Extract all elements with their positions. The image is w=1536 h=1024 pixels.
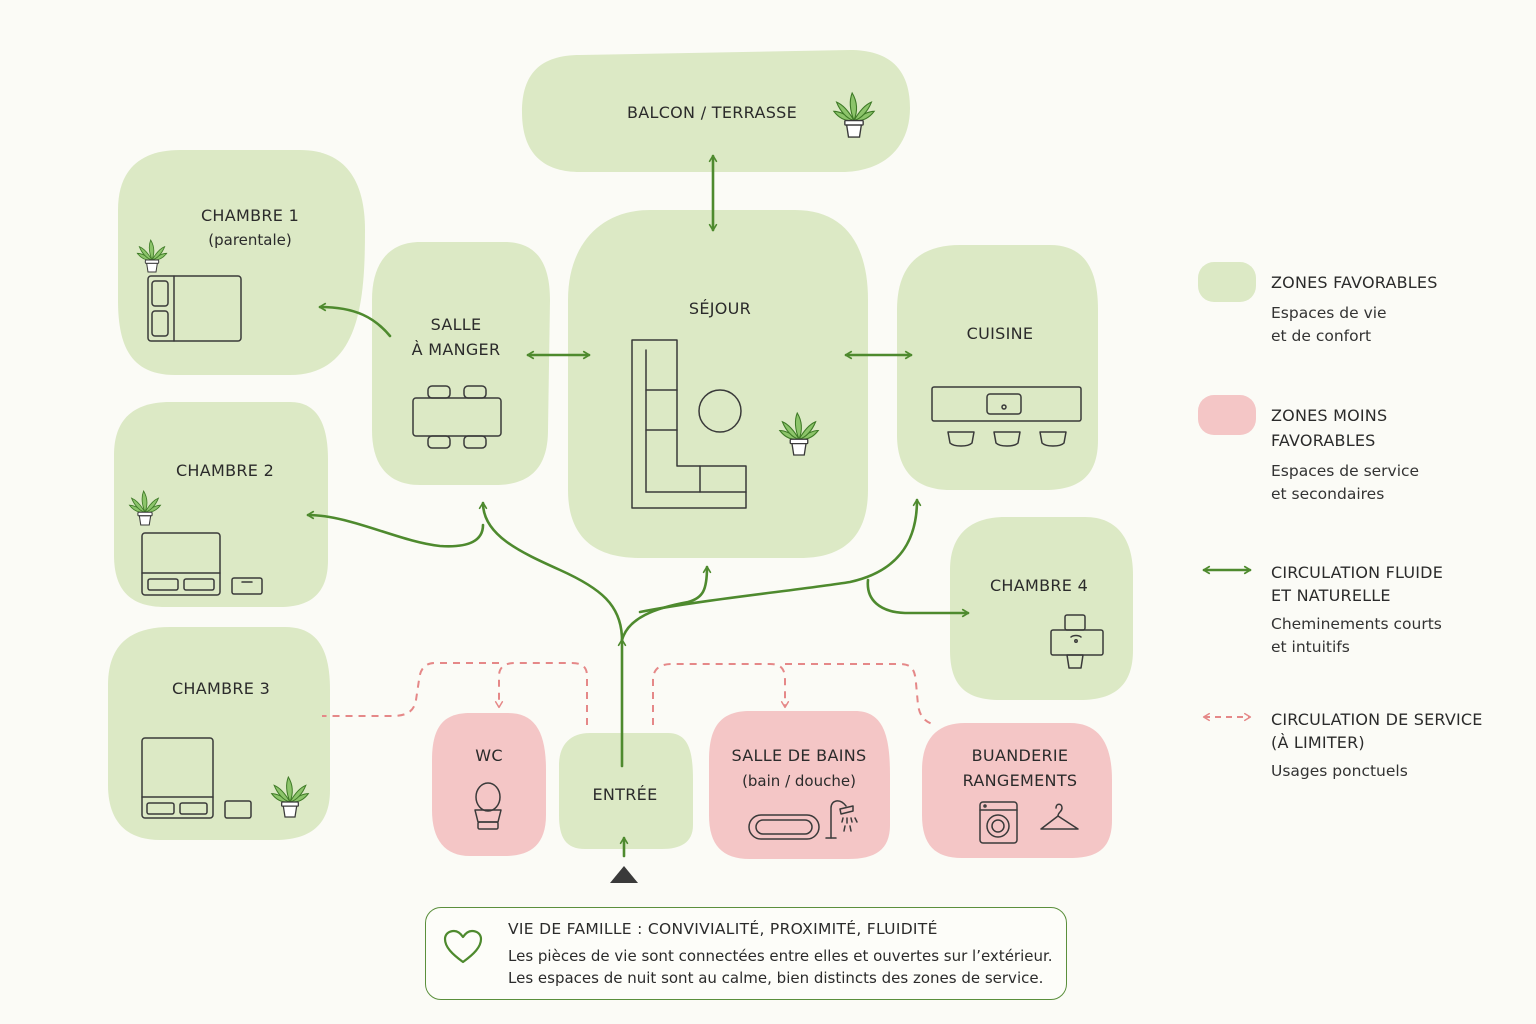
- legend-desc-favorable-2: et de confort: [1271, 327, 1372, 345]
- room-salle-a-manger: SALLE À MANGER: [372, 242, 550, 485]
- room-balcon-shape: [522, 50, 910, 172]
- room-salle-de-bains: SALLE DE BAINS (bain / douche): [709, 711, 890, 859]
- room-chambre-2: CHAMBRE 2: [114, 402, 328, 607]
- legend-desc-less-favorable-1: Espaces de service: [1271, 462, 1420, 480]
- room-entree: ENTRÉE: [559, 733, 693, 849]
- room-sejour-shape: [568, 210, 868, 558]
- flow-arrow-to-chambre-4: [866, 578, 970, 618]
- kitchen-counter-icon: [931, 386, 1082, 447]
- room-cuisine-label: CUISINE: [967, 324, 1034, 343]
- room-chambre-1-label: CHAMBRE 1: [201, 206, 299, 225]
- room-chambre-3-label: CHAMBRE 3: [172, 679, 270, 698]
- entrance-triangle-icon: [610, 866, 638, 883]
- dashed-double-arrow-icon: [1202, 712, 1252, 722]
- room-sejour-label: SÉJOUR: [689, 299, 751, 318]
- service-arrow-buanderie: [785, 663, 936, 726]
- room-balcon-label: BALCON / TERRASSE: [627, 103, 797, 122]
- legend-swatch-favorable: [1198, 262, 1256, 302]
- legend-swatch-less-favorable: [1198, 395, 1256, 435]
- legend-desc-service-1: Usages ponctuels: [1271, 762, 1408, 780]
- room-buanderie-label-2: RANGEMENTS: [963, 771, 1078, 790]
- room-chambre-4-label: CHAMBRE 4: [990, 576, 1088, 595]
- legend-title-flow-1: CIRCULATION FLUIDE: [1271, 563, 1443, 582]
- flow-arrow-to-chambre-2: [306, 510, 485, 548]
- room-wc-shape: [432, 713, 546, 856]
- toilet-icon: [474, 782, 502, 830]
- service-arrow-chambre-3: [322, 662, 499, 717]
- service-arrow-salle-de-bains: [652, 663, 790, 725]
- legend-title-favorable: ZONES FAVORABLES: [1271, 273, 1438, 292]
- flow-arrow-salle-chambre-1: [318, 302, 392, 338]
- legend-title-service-2: (À LIMITER): [1271, 733, 1365, 752]
- room-cuisine: CUISINE: [897, 245, 1098, 490]
- bed-icon: [141, 532, 263, 596]
- room-salle-de-bains-shape: [709, 711, 890, 859]
- room-buanderie-label-1: BUANDERIE: [972, 746, 1069, 765]
- desk-icon: [1050, 614, 1104, 669]
- room-cuisine-shape: [897, 245, 1098, 490]
- flow-arrow-entree-sejour: [620, 565, 712, 642]
- service-arrow-wc: [494, 662, 588, 725]
- washing-machine-icon: [979, 801, 1018, 844]
- info-box-title: VIE DE FAMILLE : CONVIVIALITÉ, PROXIMITÉ…: [508, 920, 938, 938]
- legend-desc-favorable-1: Espaces de vie: [1271, 304, 1387, 322]
- heart-icon: [443, 929, 483, 964]
- room-wc: WC: [432, 713, 546, 856]
- flow-arrow-entree-cuisine: [638, 498, 922, 614]
- room-chambre-4: CHAMBRE 4: [950, 517, 1133, 700]
- info-box: VIE DE FAMILLE : CONVIVIALITÉ, PROXIMITÉ…: [425, 907, 1067, 1000]
- info-box-line-2: Les espaces de nuit sont au calme, bien …: [508, 969, 1044, 987]
- room-chambre-1-shape: [118, 150, 365, 375]
- shower-icon: [825, 800, 858, 839]
- legend-title-less-favorable-1: ZONES MOINS: [1271, 406, 1388, 425]
- room-chambre-3: CHAMBRE 3: [108, 627, 330, 840]
- legend-desc-flow-2: et intuitifs: [1271, 638, 1350, 656]
- room-sejour: SÉJOUR: [568, 210, 868, 558]
- room-chambre-1-sublabel: (parentale): [208, 231, 291, 249]
- bed-icon: [147, 275, 242, 342]
- room-buanderie-shape: [922, 723, 1112, 858]
- info-box-line-1: Les pièces de vie sont connectées entre …: [508, 947, 1053, 965]
- room-chambre-2-shape: [114, 402, 328, 607]
- room-salle-de-bains-sublabel: (bain / douche): [742, 772, 856, 790]
- service-arrows: [322, 662, 936, 726]
- bed-icon: [141, 737, 252, 819]
- room-salle-a-manger-shape: [372, 242, 550, 485]
- legend-title-service-1: CIRCULATION DE SERVICE: [1271, 710, 1483, 729]
- room-entree-label: ENTRÉE: [593, 785, 658, 804]
- legend-desc-less-favorable-2: et secondaires: [1271, 485, 1385, 503]
- legend-title-flow-2: ET NATURELLE: [1271, 586, 1391, 605]
- room-salle-a-manger-label-2: À MANGER: [412, 340, 501, 359]
- legend-desc-flow-1: Cheminements courts: [1271, 615, 1442, 633]
- dining-table-icon: [412, 385, 502, 449]
- room-salle-a-manger-label-1: SALLE: [431, 315, 482, 334]
- flow-arrow-entree-salle: [478, 501, 624, 642]
- sofa-icon: [631, 339, 747, 509]
- hanger-icon: [1040, 803, 1079, 830]
- room-buanderie: BUANDERIE RANGEMENTS: [922, 723, 1112, 858]
- double-arrow-icon: [1202, 565, 1252, 575]
- room-chambre-1: CHAMBRE 1 (parentale): [118, 150, 365, 375]
- room-chambre-4-shape: [950, 517, 1133, 700]
- room-entree-shape: [559, 733, 693, 849]
- room-wc-label: WC: [475, 746, 503, 765]
- flow-arrows: [306, 154, 970, 858]
- room-chambre-2-label: CHAMBRE 2: [176, 461, 274, 480]
- coffee-table-icon: [698, 389, 742, 433]
- bathtub-icon: [748, 814, 820, 840]
- room-balcon: BALCON / TERRASSE: [522, 50, 910, 172]
- legend-title-less-favorable-2: FAVORABLES: [1271, 431, 1376, 450]
- room-salle-de-bains-label: SALLE DE BAINS: [732, 746, 867, 765]
